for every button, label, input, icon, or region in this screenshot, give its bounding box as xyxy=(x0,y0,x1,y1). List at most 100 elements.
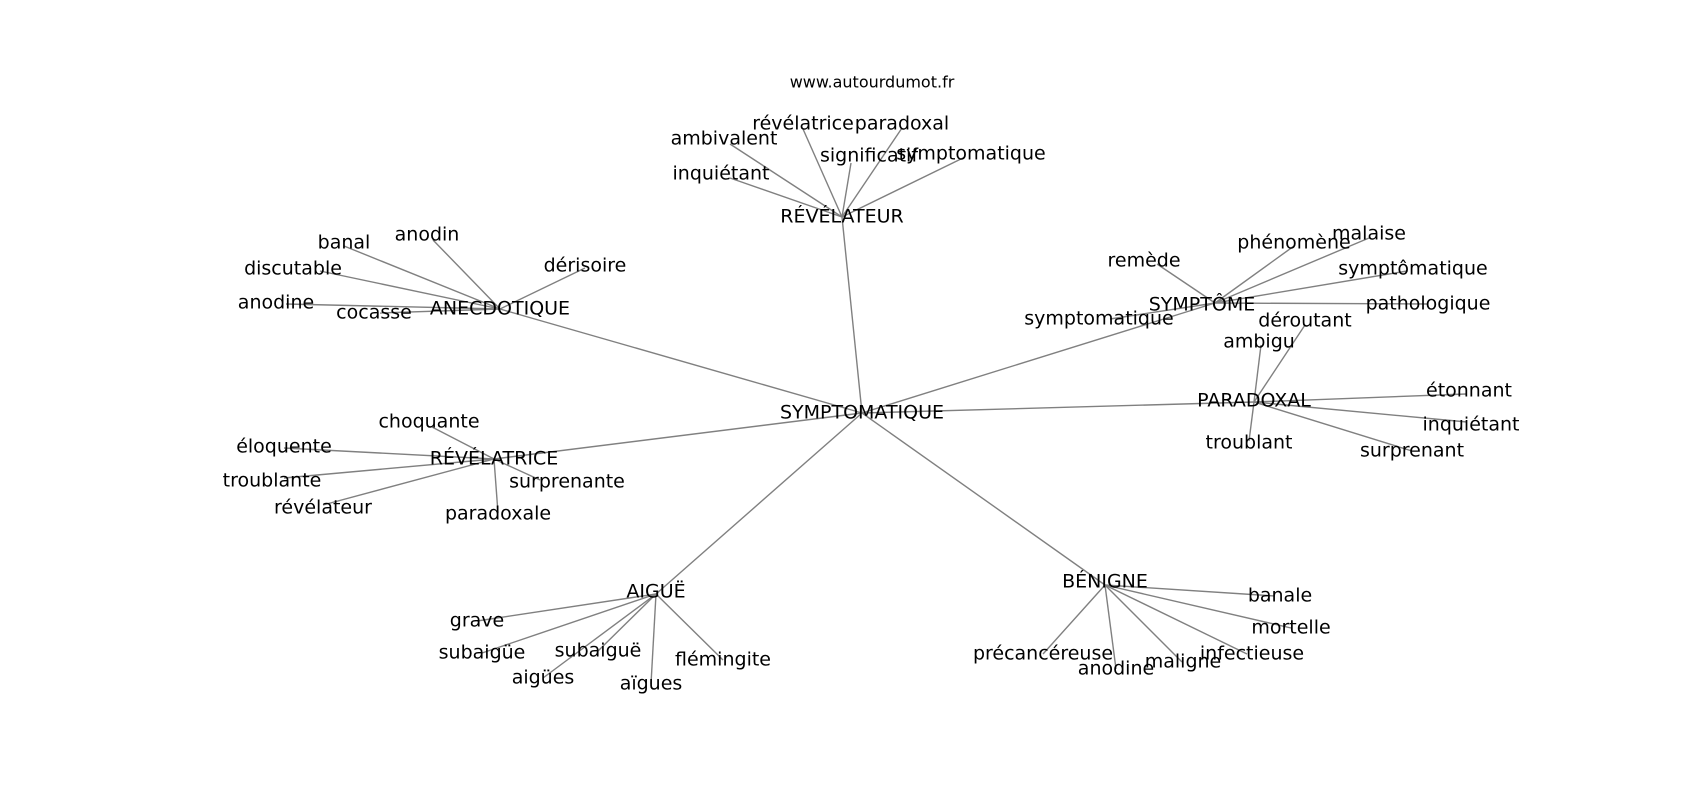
leaf-node: flémingite xyxy=(675,649,771,671)
hub-leaf-edge xyxy=(493,458,499,514)
leaf-node: anodine xyxy=(1078,658,1154,680)
hub-node: RÉVÉLATRICE xyxy=(430,447,558,470)
hub-leaf-edge xyxy=(493,458,541,481)
hub-leaf-edge xyxy=(1253,324,1306,403)
leaf-node: éloquente xyxy=(236,436,332,458)
hub-leaf-edge xyxy=(1109,302,1216,320)
leaf-node: anodin xyxy=(395,224,460,246)
leaf-node: révélatrice xyxy=(752,113,854,135)
leaf-node: remède xyxy=(1107,250,1180,272)
leaf-node: paradoxale xyxy=(445,503,551,525)
hub-leaf-edge xyxy=(1104,584,1117,670)
leaf-node: étonnant xyxy=(1426,380,1512,402)
leaf-node: inquiétant xyxy=(1423,414,1520,436)
center-hub-edge xyxy=(493,412,863,460)
hub-leaf-edge xyxy=(476,593,657,622)
leaf-node: inquiétant xyxy=(673,163,770,185)
hub-leaf-edge xyxy=(1253,401,1413,452)
hub-node: SYMPTÔME xyxy=(1149,292,1255,316)
hub-leaf-edge xyxy=(542,593,657,679)
leaf-node: dérisoire xyxy=(544,255,627,277)
leaf-node: maligne xyxy=(1145,651,1222,673)
leaf-node: subaigüe xyxy=(439,642,526,664)
hub-leaf-edge xyxy=(283,458,495,479)
leaf-node: troublant xyxy=(1206,432,1293,454)
hub-leaf-edge xyxy=(322,458,495,506)
center-hub-edge xyxy=(841,216,863,414)
hub-node: PARADOXAL xyxy=(1197,390,1311,412)
source-watermark: www.autourdumot.fr xyxy=(790,73,955,92)
hub-leaf-edge xyxy=(1253,344,1262,403)
hub-leaf-edge xyxy=(432,239,501,310)
hub-leaf-edge xyxy=(802,128,843,218)
leaf-node: choquante xyxy=(378,411,479,433)
edges-layer xyxy=(283,127,1468,685)
leaf-node: anodine xyxy=(238,292,314,314)
leaf-node: malaise xyxy=(1332,223,1406,245)
hub-leaf-edge xyxy=(1104,584,1292,629)
hub-node: BÉNIGNE xyxy=(1062,570,1148,593)
leaf-node: banale xyxy=(1248,585,1312,607)
leaf-node: déroutant xyxy=(1258,310,1351,332)
hub-leaf-edge xyxy=(841,162,852,218)
hub-node: AIGUË xyxy=(626,580,685,603)
hub-leaf-edge xyxy=(1253,401,1468,423)
leaf-node: révélateur xyxy=(274,497,372,519)
hub-leaf-edge xyxy=(1104,584,1276,597)
hub-leaf-edge xyxy=(650,593,657,685)
leaf-node: ambivalent xyxy=(671,128,778,150)
leaf-node: paradoxal xyxy=(855,113,949,135)
center-hub-edge xyxy=(861,302,1216,414)
center-node: SYMPTOMATIQUE xyxy=(780,402,944,424)
hub-leaf-edge xyxy=(1214,302,1429,305)
leaf-node: pathologique xyxy=(1366,293,1491,315)
hub-leaf-edge xyxy=(1253,393,1467,403)
leaf-node: significatif xyxy=(820,145,919,167)
hub-leaf-edge xyxy=(597,593,657,652)
leaf-node: ambigu xyxy=(1223,331,1295,353)
hub-leaf-edge xyxy=(499,267,586,310)
hub-leaf-edge xyxy=(841,156,966,218)
hub-leaf-edge xyxy=(1214,270,1408,304)
leaf-node: troublante xyxy=(223,470,322,492)
hub-node: ANECDOTIQUE xyxy=(430,298,570,320)
hub-leaf-edge xyxy=(1214,245,1295,304)
hub-leaf-edge xyxy=(1104,584,1248,655)
leaf-node: symptômatique xyxy=(1338,258,1487,280)
hub-leaf-edge xyxy=(431,426,495,460)
leaf-node: grave xyxy=(450,610,504,632)
leaf-node: subaiguë xyxy=(555,640,642,662)
leaf-node: mortelle xyxy=(1251,617,1330,639)
leaf-node: cocasse xyxy=(336,302,412,324)
hub-leaf-edge xyxy=(1248,401,1255,442)
center-hub-edge xyxy=(861,401,1255,414)
hub-leaf-edge xyxy=(729,177,843,218)
hub-leaf-edge xyxy=(481,593,657,654)
center-hub-edge xyxy=(655,412,863,595)
leaf-node: symptomatique xyxy=(896,143,1045,165)
hub-leaf-edge xyxy=(1214,237,1370,304)
hub-leaf-edge xyxy=(841,127,903,218)
hub-leaf-edge xyxy=(283,447,495,460)
hub-leaf-edge xyxy=(1042,584,1106,655)
leaf-node: surprenant xyxy=(1360,440,1464,462)
leaf-node: surprenante xyxy=(509,471,625,493)
hub-leaf-edge xyxy=(1104,584,1183,663)
hub-leaf-edge xyxy=(655,593,724,661)
hub-leaf-edge xyxy=(379,308,501,314)
center-hub-edge xyxy=(861,412,1106,586)
leaf-node: symptomatique xyxy=(1024,308,1173,330)
hub-leaf-edge xyxy=(343,245,501,310)
leaf-node: discutable xyxy=(244,258,342,280)
leaf-node: banal xyxy=(318,232,371,254)
hub-leaf-edge xyxy=(285,303,501,310)
leaf-node: aïgues xyxy=(620,673,683,695)
center-hub-edge xyxy=(499,308,863,414)
leaf-node: précancéreuse xyxy=(973,643,1113,665)
leaf-node: infectieuse xyxy=(1200,643,1304,665)
leaf-node: phénomène xyxy=(1237,232,1350,254)
hub-leaf-edge xyxy=(729,143,843,218)
hub-leaf-edge xyxy=(1156,263,1216,304)
